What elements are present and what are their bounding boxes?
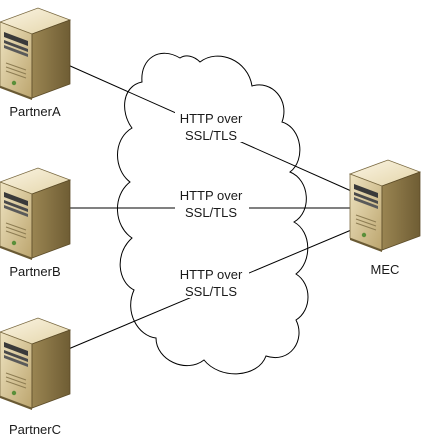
connection-label-partner-c-line2: SSL/TLS	[185, 284, 237, 299]
connection-label-partner-a-line2: SSL/TLS	[185, 128, 237, 143]
partner-c-label: PartnerC	[9, 422, 61, 437]
partner-c-server-icon	[0, 317, 71, 411]
connection-label-partner-c-line1: HTTP over	[180, 267, 243, 282]
partner-a-label: PartnerA	[9, 104, 61, 119]
partner-b-label: PartnerB	[9, 264, 60, 279]
mec-label: MEC	[371, 262, 400, 277]
partner-a-server-icon	[0, 7, 71, 101]
partner-b-server-icon	[0, 167, 71, 261]
connection-label-partner-b-line2: SSL/TLS	[185, 205, 237, 220]
connection-label-partner-a-line1: HTTP over	[180, 111, 243, 126]
connection-label-partner-b-line1: HTTP over	[180, 188, 243, 203]
mec-server-icon	[349, 159, 421, 253]
